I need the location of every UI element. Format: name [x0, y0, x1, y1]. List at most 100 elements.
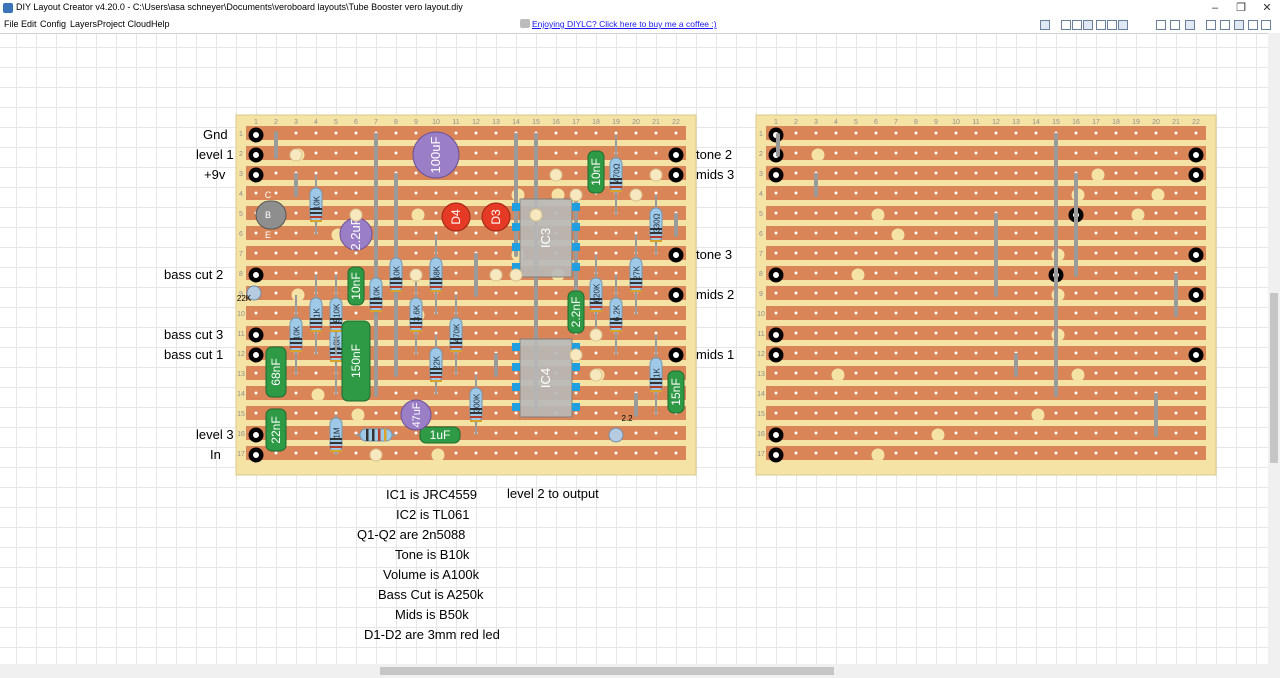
- menu-config[interactable]: Config: [40, 19, 67, 29]
- hole: [794, 311, 798, 315]
- coffee-link[interactable]: Enjoying DIYLC? Click here to buy me a c…: [532, 19, 717, 29]
- hole: [1094, 431, 1098, 435]
- layers-icon[interactable]: [1061, 20, 1071, 30]
- hole: [834, 351, 838, 355]
- menu-help[interactable]: Help: [151, 19, 170, 29]
- hole: [1154, 451, 1158, 455]
- menu-project-cloud[interactable]: Project Cloud: [97, 19, 152, 29]
- copper-strip: [246, 166, 686, 180]
- vertical-scrollbar[interactable]: [1268, 33, 1280, 664]
- hole: [1014, 431, 1018, 435]
- group-icon[interactable]: [1234, 20, 1244, 30]
- rotate-right-icon[interactable]: [1206, 20, 1216, 30]
- wire-pad-hole: [253, 452, 259, 458]
- flip-horizontal-icon[interactable]: [1156, 20, 1166, 30]
- menu-file[interactable]: File: [4, 19, 19, 29]
- hole: [1114, 171, 1118, 175]
- checkbox-icon[interactable]: [1118, 20, 1128, 30]
- wand-icon[interactable]: [1083, 20, 1093, 30]
- hole: [794, 171, 798, 175]
- hole: [594, 431, 598, 435]
- hole: [474, 211, 478, 215]
- hole: [794, 411, 798, 415]
- column-number: 21: [1172, 119, 1180, 126]
- hole: [854, 131, 858, 135]
- label-plus-9v: +9v: [204, 167, 226, 182]
- vertical-scroll-thumb[interactable]: [1270, 293, 1278, 463]
- hole: [914, 211, 918, 215]
- hole: [454, 171, 458, 175]
- highlighter-icon[interactable]: [1107, 20, 1117, 30]
- hole: [994, 151, 998, 155]
- hole: [1094, 191, 1098, 195]
- square-outline-icon[interactable]: [1072, 20, 1082, 30]
- restore-button[interactable]: ❐: [1228, 0, 1254, 16]
- close-button[interactable]: ✕: [1254, 0, 1280, 16]
- copper-strip: [246, 286, 686, 300]
- hole: [314, 171, 318, 175]
- hole: [814, 391, 818, 395]
- hole: [934, 331, 938, 335]
- bring-front-icon[interactable]: [1261, 20, 1271, 30]
- resistor-value: 10K: [313, 195, 322, 210]
- hole: [1014, 211, 1018, 215]
- menu-edit[interactable]: Edit: [21, 19, 37, 29]
- copper-strip: [246, 426, 686, 440]
- hole: [334, 191, 338, 195]
- hole: [974, 351, 978, 355]
- hole: [834, 311, 838, 315]
- hole: [814, 291, 818, 295]
- resistor: 22K: [429, 335, 443, 395]
- nudge-icon[interactable]: [1220, 20, 1230, 30]
- column-number: 17: [572, 119, 580, 126]
- hole: [254, 191, 258, 195]
- square-icon[interactable]: [1096, 20, 1106, 30]
- flip-vertical-icon[interactable]: [1170, 20, 1180, 30]
- hole: [1034, 231, 1038, 235]
- hole: [874, 411, 878, 415]
- column-number: 22: [672, 119, 680, 126]
- horizontal-scroll-thumb[interactable]: [380, 667, 834, 675]
- trimmer-label: 2.2: [621, 414, 633, 423]
- hole: [954, 131, 958, 135]
- row-number: 9: [759, 291, 763, 298]
- hole: [1194, 131, 1198, 135]
- column-number: 19: [1132, 119, 1140, 126]
- note-q1-q2: Q1-Q2 are 2n5088: [357, 527, 466, 542]
- airplane-icon[interactable]: [1040, 20, 1050, 30]
- copper-strip: [766, 146, 1206, 160]
- hole: [814, 251, 818, 255]
- transistor: [255, 200, 287, 230]
- track-cut: [1091, 168, 1105, 182]
- menu-layers[interactable]: Layers: [70, 19, 98, 29]
- solder-joint: [489, 268, 503, 282]
- hole: [834, 251, 838, 255]
- hole: [674, 191, 678, 195]
- wire-pad-hole: [673, 352, 679, 358]
- horizontal-scrollbar[interactable]: [0, 664, 1268, 678]
- hole: [474, 351, 478, 355]
- row-number: 12: [757, 351, 765, 358]
- hole: [314, 131, 318, 135]
- resistor: 300K: [469, 375, 483, 435]
- hole: [934, 191, 938, 195]
- color-band: [610, 178, 622, 180]
- row-number: 1: [239, 131, 243, 138]
- hole: [954, 211, 958, 215]
- capacitor-body: [265, 408, 287, 452]
- hole: [574, 431, 578, 435]
- hole: [894, 251, 898, 255]
- hole: [1114, 251, 1118, 255]
- hole: [474, 151, 478, 155]
- hole: [954, 431, 958, 435]
- hole: [334, 271, 338, 275]
- rotate-left-icon[interactable]: [1185, 20, 1195, 30]
- minimize-button[interactable]: –: [1202, 0, 1228, 16]
- color-band: [290, 350, 302, 352]
- trimmer-label: 22K: [237, 294, 252, 303]
- capacitor-value: 47uF: [411, 402, 423, 427]
- ic-pin: [572, 223, 580, 231]
- resistor-value: 330Ω: [653, 213, 662, 232]
- ungroup-icon[interactable]: [1248, 20, 1258, 30]
